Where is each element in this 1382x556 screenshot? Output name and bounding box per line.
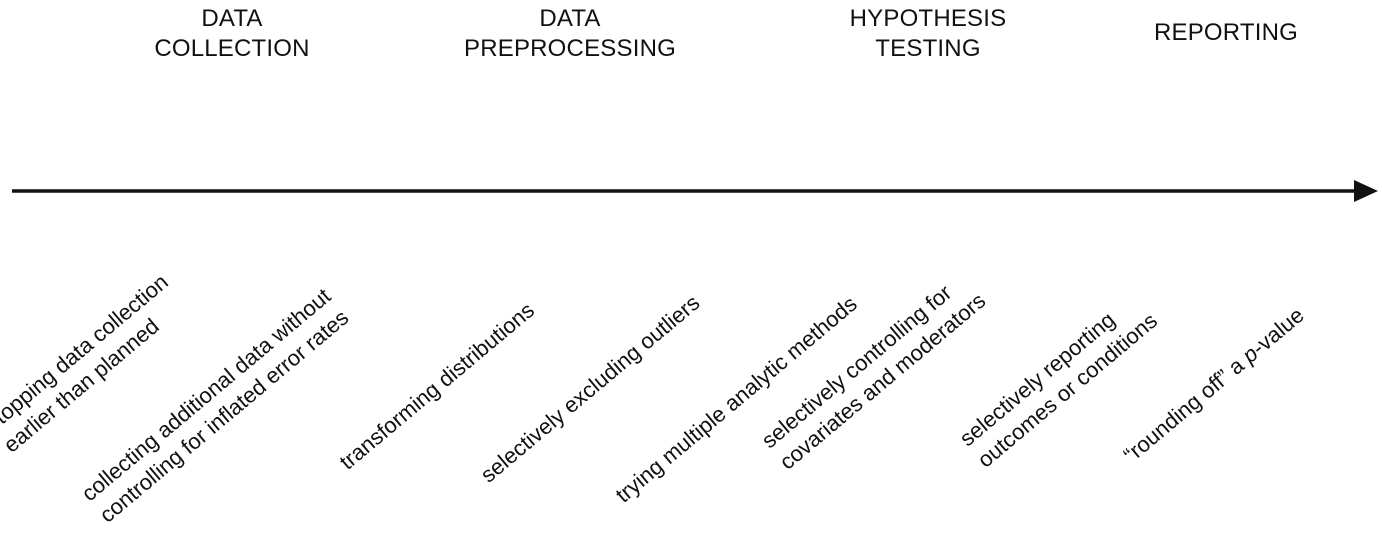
- rounding-suffix: -value: [1246, 302, 1309, 361]
- timeline-arrowhead: [1354, 180, 1378, 202]
- stage-label-line: REPORTING: [1153, 19, 1299, 46]
- stage-label-line: TESTING: [875, 35, 981, 62]
- stage-reporting: REPORTING: [1096, 18, 1356, 48]
- stage-data-collection: DATA COLLECTION: [102, 4, 362, 64]
- stage-label-line: HYPOTHESIS: [849, 5, 1007, 32]
- stage-label-line: DATA: [201, 5, 263, 32]
- rounding-prefix: “rounding off” a: [1118, 348, 1254, 468]
- stage-label-line: DATA: [539, 5, 601, 32]
- practice-label-line: covariates and moderators: [774, 287, 991, 475]
- stage-data-preprocessing: DATA PREPROCESSING: [440, 4, 700, 64]
- stage-hypothesis-testing: HYPOTHESIS TESTING: [798, 4, 1058, 64]
- stage-label-line: COLLECTION: [154, 35, 310, 62]
- timeline-arrow: [12, 180, 1378, 202]
- stage-label-line: PREPROCESSING: [464, 35, 676, 62]
